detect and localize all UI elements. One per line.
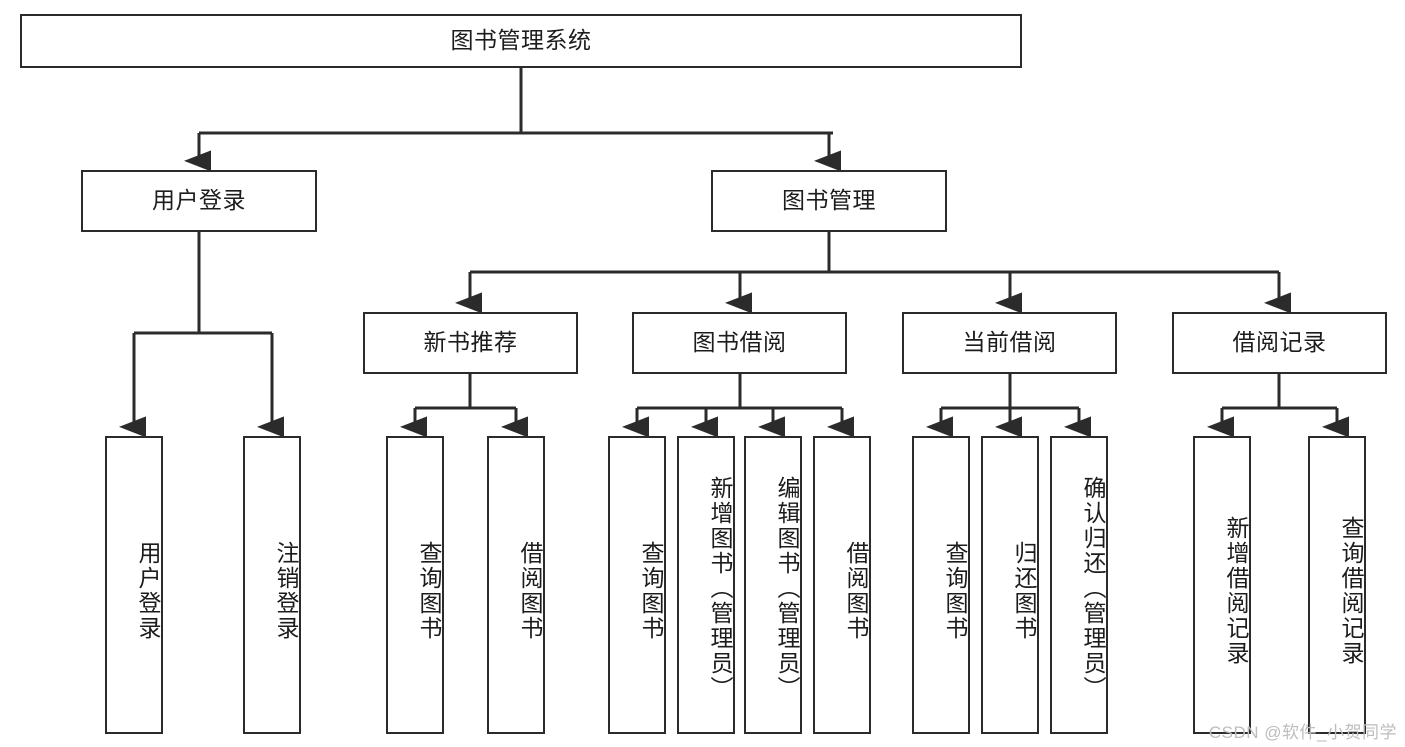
node-label: 查询图书 — [638, 541, 664, 641]
node-label: 用户登录 — [152, 187, 246, 214]
leaf-new-book-borrow[interactable]: 借阅图书 — [487, 436, 545, 734]
leaf-book-borrow-borrow[interactable]: 借阅图书 — [813, 436, 871, 734]
node-label: 查询图书 — [416, 541, 442, 641]
node-label: 图书管理 — [782, 187, 876, 214]
leaf-book-borrow-query[interactable]: 查询图书 — [608, 436, 666, 734]
leaf-user-login-login[interactable]: 用户登录 — [105, 436, 163, 734]
node-user-login[interactable]: 用户登录 — [81, 170, 317, 232]
node-new-book-recommend[interactable]: 新书推荐 — [363, 312, 578, 374]
node-label: 借阅图书 — [517, 541, 543, 641]
node-label: 图书借阅 — [692, 329, 787, 356]
node-book-management[interactable]: 图书管理 — [711, 170, 947, 232]
node-label: 新书推荐 — [423, 329, 518, 356]
leaf-book-borrow-add-admin[interactable]: 新增图书（管理员） — [677, 436, 735, 734]
leaf-current-borrow-confirm-return-admin[interactable]: 确认归还（管理员） — [1050, 436, 1108, 734]
node-label: 用户登录 — [135, 541, 161, 641]
leaf-book-borrow-edit-admin[interactable]: 编辑图书（管理员） — [744, 436, 802, 734]
node-borrow-records[interactable]: 借阅记录 — [1172, 312, 1387, 374]
leaf-borrow-record-query[interactable]: 查询借阅记录 — [1308, 436, 1366, 734]
leaf-user-login-logout[interactable]: 注销登录 — [243, 436, 301, 734]
node-label: 新增图书（管理员） — [707, 475, 733, 701]
node-label: 图书管理系统 — [450, 27, 592, 54]
leaf-new-book-query[interactable]: 查询图书 — [386, 436, 444, 734]
node-book-borrow[interactable]: 图书借阅 — [632, 312, 847, 374]
node-label: 新增借阅记录 — [1223, 516, 1249, 666]
node-label: 查询图书 — [942, 541, 968, 641]
node-current-borrow[interactable]: 当前借阅 — [902, 312, 1117, 374]
node-label: 查询借阅记录 — [1338, 516, 1364, 666]
node-label: 注销登录 — [273, 541, 299, 641]
node-label: 当前借阅 — [962, 329, 1057, 356]
node-label: 借阅记录 — [1232, 329, 1327, 356]
node-label: 编辑图书（管理员） — [774, 475, 800, 701]
leaf-borrow-record-add[interactable]: 新增借阅记录 — [1193, 436, 1251, 734]
leaf-current-borrow-return[interactable]: 归还图书 — [981, 436, 1039, 734]
watermark: CSDN @软件_小贺同学 — [1208, 723, 1397, 742]
node-root-book-management-system[interactable]: 图书管理系统 — [20, 14, 1022, 68]
leaf-current-borrow-query[interactable]: 查询图书 — [912, 436, 970, 734]
node-label: 归还图书 — [1011, 541, 1037, 641]
node-label: 借阅图书 — [843, 541, 869, 641]
node-label: 确认归还（管理员） — [1080, 475, 1106, 701]
